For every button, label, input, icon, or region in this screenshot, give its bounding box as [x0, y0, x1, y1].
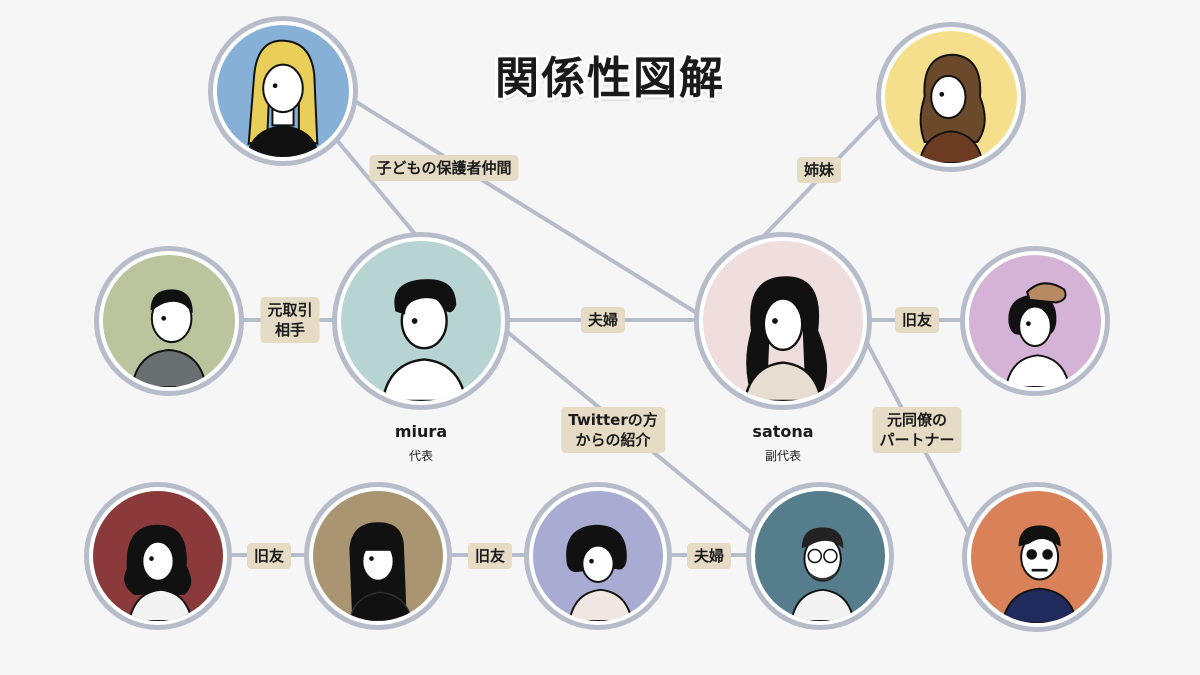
role-text: 副代表	[764, 449, 801, 463]
person-illustration	[703, 241, 863, 401]
label-line: パートナー	[879, 431, 955, 449]
label-line: 元取引	[267, 301, 313, 319]
relation-label-parents: 子どもの保護者仲間	[369, 155, 519, 181]
person-node-old-friend-right[interactable]	[960, 246, 1110, 396]
person-illustration	[885, 31, 1017, 163]
person-illustration	[313, 491, 443, 621]
avatar	[341, 241, 501, 401]
person-node-blonde[interactable]	[208, 16, 358, 166]
diagram-title: 関係性図解	[495, 53, 725, 104]
person-node-beige[interactable]	[304, 482, 452, 630]
person-node-lavender[interactable]	[524, 482, 672, 630]
person-node-satona[interactable]	[694, 232, 872, 410]
avatar	[217, 25, 349, 157]
person-illustration	[969, 255, 1101, 387]
person-node-teal[interactable]	[746, 482, 894, 630]
relation-label-ex-trade: 元取引 相手	[260, 297, 320, 343]
avatar	[93, 491, 223, 621]
label-line: Twitterの方	[568, 411, 658, 429]
relation-label-old-friend-bottom-2: 旧友	[467, 543, 513, 569]
person-node-red[interactable]	[84, 482, 232, 630]
name-text: satona	[752, 422, 814, 441]
label-line: からの紹介	[575, 431, 651, 449]
avatar	[313, 491, 443, 621]
label-line: 元同僚の	[886, 411, 948, 429]
person-node-ex-trade-partner[interactable]	[94, 246, 244, 396]
relation-label-sisters: 姉妹	[796, 157, 842, 183]
avatar	[969, 255, 1101, 387]
person-node-orange[interactable]	[962, 482, 1112, 632]
person-node-miura[interactable]	[332, 232, 510, 410]
person-node-sister[interactable]	[876, 22, 1026, 172]
person-illustration	[103, 255, 235, 387]
relation-label-old-friend-right: 旧友	[894, 307, 940, 333]
relation-label-twitter: Twitterの方 からの紹介	[561, 407, 665, 453]
relation-label-couple-main: 夫婦	[580, 307, 626, 333]
person-illustration	[533, 491, 663, 621]
relation-label-couple-bottom: 夫婦	[686, 543, 732, 569]
role-text: 代表	[408, 449, 434, 463]
person-illustration	[217, 25, 349, 157]
person-illustration	[755, 491, 885, 621]
avatar	[533, 491, 663, 621]
avatar	[755, 491, 885, 621]
avatar	[971, 491, 1103, 623]
person-illustration	[93, 491, 223, 621]
person-name-miura: miura 代表	[395, 422, 447, 464]
edge-blonde-satona	[343, 93, 702, 317]
relation-label-old-friend-bottom-1: 旧友	[246, 543, 292, 569]
avatar	[103, 255, 235, 387]
relation-label-ex-colleague: 元同僚の パートナー	[872, 407, 962, 453]
label-line: 相手	[274, 321, 306, 339]
person-illustration	[341, 241, 501, 401]
avatar	[703, 241, 863, 401]
name-text: miura	[394, 422, 448, 441]
person-name-satona: satona 副代表	[752, 422, 813, 464]
avatar	[885, 31, 1017, 163]
person-illustration	[971, 491, 1103, 623]
